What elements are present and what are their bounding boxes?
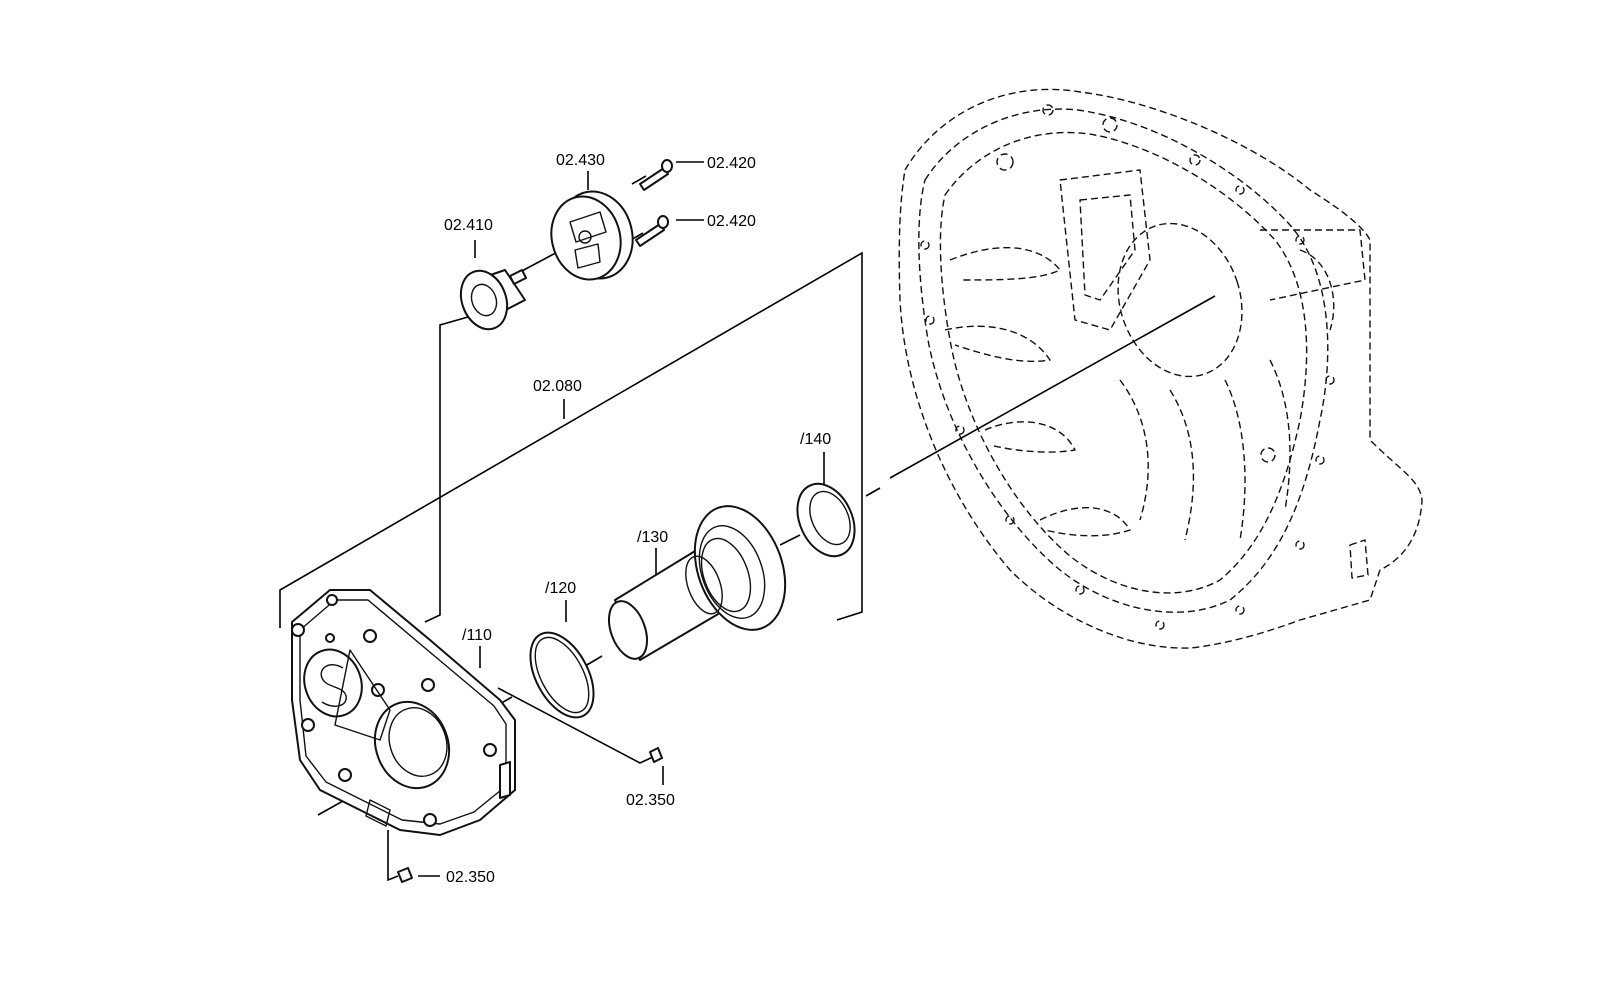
- label-110: /110: [462, 627, 492, 644]
- label-02-420-upper: 02.420: [707, 155, 756, 172]
- label-130: /130: [637, 529, 668, 546]
- dowel-pin-right: [649, 747, 663, 763]
- clutch-housing: [898, 88, 1423, 649]
- o-ring-part: [529, 631, 595, 719]
- label-02-430: 02.430: [556, 152, 605, 169]
- bolt-lower: [635, 215, 669, 247]
- label-02-080: 02.080: [533, 378, 582, 395]
- label-140: /140: [800, 431, 831, 448]
- label-02-350-right: 02.350: [626, 792, 675, 809]
- shaft-seal-part: [796, 482, 856, 558]
- bolt-upper: [639, 159, 673, 191]
- front-housing-part: [291, 589, 516, 836]
- guide-sleeve-part: [608, 505, 787, 661]
- dowel-pin-bottom: [397, 867, 413, 883]
- label-02-420-lower: 02.420: [707, 213, 756, 230]
- pump-cover-part: [550, 190, 634, 281]
- pump-rotor-part: [459, 269, 527, 331]
- label-120: /120: [545, 580, 576, 597]
- label-02-350-bottom: 02.350: [446, 869, 495, 886]
- label-02-410: 02.410: [444, 217, 493, 234]
